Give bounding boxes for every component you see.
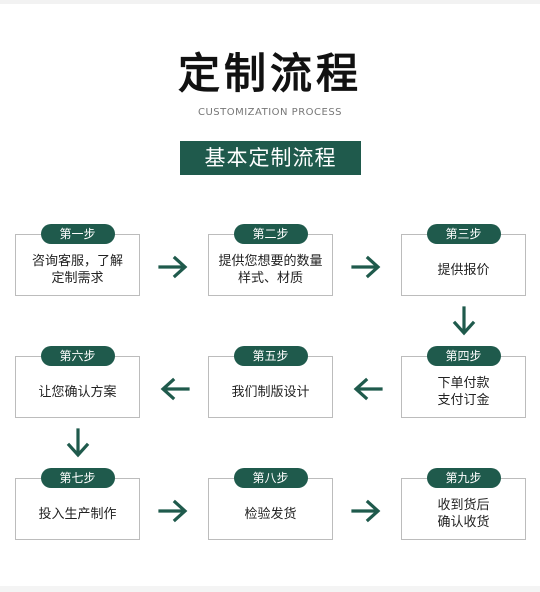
step-4-text: 下单付款 支付订金 — [437, 376, 490, 408]
step-4-label: 第四步 — [426, 346, 501, 366]
step-1-label: 第一步 — [40, 224, 115, 244]
step-8-label: 第八步 — [233, 468, 308, 488]
step-5-label: 第五步 — [233, 346, 308, 366]
step-6-text: 让您确认方案 — [38, 384, 117, 400]
arrow-right-icon — [158, 499, 188, 523]
step-9-label: 第九步 — [426, 468, 501, 488]
arrow-left-icon — [353, 377, 383, 401]
step-7-text: 投入生产制作 — [38, 506, 117, 522]
step-3-label: 第三步 — [426, 224, 501, 244]
arrow-down-icon — [66, 428, 90, 458]
top-divider — [0, 0, 540, 4]
step-7-box: 第七步 投入生产制作 — [15, 468, 140, 540]
step-2-text: 提供您想要的数量 样式、材质 — [218, 254, 323, 286]
step-1-text: 咨询客服，了解 定制需求 — [31, 254, 123, 286]
step-6-box: 第六步 让您确认方案 — [15, 346, 140, 418]
step-2-box: 第二步 提供您想要的数量 样式、材质 — [208, 224, 333, 296]
step-9-box: 第九步 收到货后 确认收货 — [401, 468, 526, 540]
page-title: 定制流程 — [177, 49, 362, 98]
step-9-text: 收到货后 确认收货 — [437, 498, 490, 530]
step-2-label: 第二步 — [233, 224, 308, 244]
section-banner: 基本定制流程 — [180, 141, 361, 175]
arrow-right-icon — [351, 499, 381, 523]
step-3-box: 第三步 提供报价 — [401, 224, 526, 296]
arrow-right-icon — [158, 255, 188, 279]
step-6-label: 第六步 — [40, 346, 115, 366]
step-1-box: 第一步 咨询客服，了解 定制需求 — [15, 224, 140, 296]
step-3-text: 提供报价 — [437, 262, 490, 278]
step-8-box: 第八步 检验发货 — [208, 468, 333, 540]
step-8-text: 检验发货 — [244, 506, 297, 522]
bottom-divider — [0, 586, 540, 592]
arrow-left-icon — [160, 377, 190, 401]
step-5-text: 我们制版设计 — [231, 384, 310, 400]
arrow-right-icon — [351, 255, 381, 279]
arrow-down-icon — [452, 306, 476, 336]
step-5-box: 第五步 我们制版设计 — [208, 346, 333, 418]
page-subtitle: CUSTOMIZATION PROCESS — [197, 107, 343, 118]
step-7-label: 第七步 — [40, 468, 115, 488]
step-4-box: 第四步 下单付款 支付订金 — [401, 346, 526, 418]
